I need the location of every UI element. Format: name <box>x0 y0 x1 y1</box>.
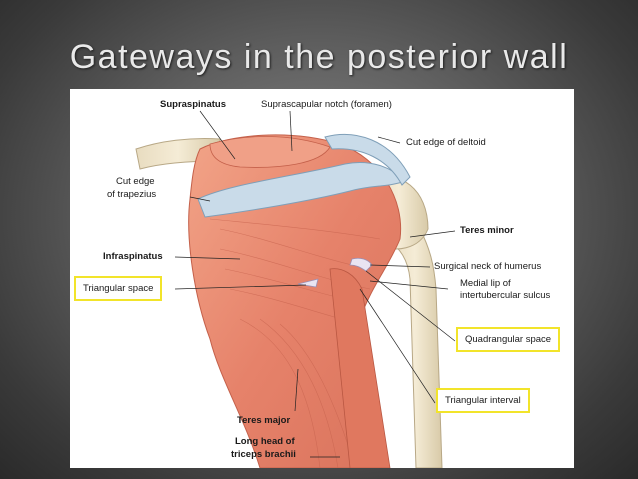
anatomy-figure: Supraspinatus Suprascapular notch (foram… <box>70 89 574 468</box>
label-teres-major: Teres major <box>237 415 291 426</box>
highlight-quadrangular-space: Quadrangular space <box>456 327 561 352</box>
label-teres-minor: Teres minor <box>460 225 514 236</box>
triangular-gap <box>297 278 319 288</box>
label-long-head-1: Long head of <box>235 436 295 447</box>
slide-title: Gateways in the posterior wall <box>69 38 569 76</box>
label-suprascapular-notch: Suprascapular notch (foramen) <box>261 99 392 110</box>
label-cut-edge-trapezius-1: Cut edge <box>116 176 155 187</box>
highlight-triangular-interval: Triangular interval <box>436 388 530 413</box>
label-medial-lip-2: intertubercular sulcus <box>460 290 551 301</box>
shoulder-illustration <box>135 110 456 468</box>
label-supraspinatus: Supraspinatus <box>160 99 226 110</box>
highlight-triangular-space: Triangular space <box>74 276 163 301</box>
triceps-long-head <box>329 268 391 468</box>
label-infraspinatus: Infraspinatus <box>103 251 163 262</box>
deltoid-cut-edge <box>324 133 411 186</box>
leader-lines <box>174 110 456 458</box>
humerus-bone <box>386 228 443 468</box>
label-cut-edge-deltoid: Cut edge of deltoid <box>406 137 486 148</box>
label-cut-edge-trapezius-2: of trapezius <box>107 189 157 200</box>
label-medial-lip-1: Medial lip of <box>460 278 511 289</box>
label-long-head-2: triceps brachii <box>231 449 296 460</box>
label-surgical-neck: Surgical neck of humerus <box>434 261 542 272</box>
supraspinatus-muscle <box>209 136 331 168</box>
